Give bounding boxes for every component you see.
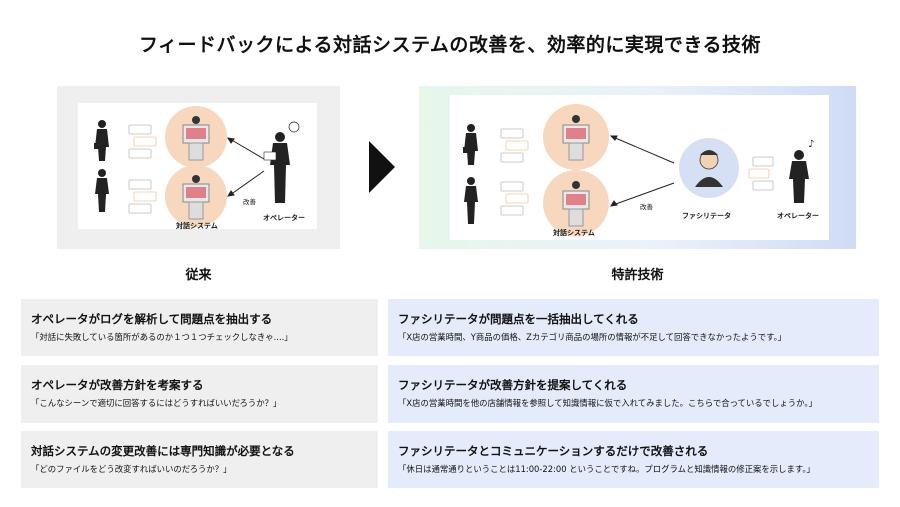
item-quote: 「X店の営業時間を他の店舗情報を参照して知識情報に仮で入れてみました。こちらで合… [398, 398, 817, 408]
system-circle-top [543, 104, 609, 170]
conventional-item-3: 対話システムの変更改善には専門知識が必要となる 「どのファイルをどう改変すればい… [21, 431, 378, 488]
user-man-icon [464, 177, 478, 224]
item-quote: 「休日は通常通りということは11:00-22:00 ということですね。プログラム… [398, 464, 815, 474]
item-heading: ファシリテータが問題点を一括抽出してくれる [398, 312, 639, 326]
improve-label: 改善 [640, 203, 653, 211]
system-circle-bottom [165, 165, 227, 227]
chat-bubbles-icon [748, 156, 774, 191]
system-circle-bottom [543, 170, 609, 236]
system-label: 対話システム [176, 222, 218, 230]
conventional-item-1: オペレータがログを解析して問題点を抽出する 「対話に失敗している箇所があるのか１… [21, 299, 378, 356]
facilitator-label: ファシリテータ [682, 212, 731, 220]
patent-diagram-canvas: ♪ 改善 対話システム ファシリテータ オペレーター [450, 95, 829, 240]
patent-diagram-svg: ♪ [463, 104, 814, 236]
patent-diagram-panel: ♪ 改善 対話システム ファシリテータ オペレーター [419, 86, 856, 249]
patent-heading: 特許技術 [611, 268, 664, 283]
page-title: フィードバックによる対話システムの改善を、効率的に実現できる技術 [138, 34, 762, 56]
patent-item-3: ファシリテータとコミュニケーションするだけで改善される 「休日は通常通りというこ… [388, 431, 879, 488]
item-heading: オペレータが改善方針を考案する [31, 378, 204, 392]
user-woman-icon [94, 120, 109, 161]
improve-arrows [227, 137, 265, 197]
operator-icon [263, 121, 300, 203]
chat-bubbles-icon [128, 124, 157, 214]
transition-arrow [369, 141, 395, 193]
conventional-heading: 従来 [185, 268, 212, 283]
user-woman-icon [463, 124, 478, 165]
item-quote: 「X店の営業時間、Y商品の価格、Zカテゴリ商品の場所の情報が不足して回答できなか… [398, 332, 787, 342]
chat-bubbles-icon [500, 128, 529, 216]
item-heading: オペレータがログを解析して問題点を抽出する [31, 312, 273, 326]
conventional-diagram-panel: 改善 対話システム オペレーター [57, 86, 340, 249]
patent-item-1: ファシリテータが問題点を一括抽出してくれる 「X店の営業時間、Y商品の価格、Zカ… [388, 299, 879, 356]
item-heading: 対話システムの変更改善には専門知識が必要となる [31, 444, 295, 458]
conventional-item-2: オペレータが改善方針を考案する 「こんなシーンで適切に回答するにはどうすればいい… [21, 365, 378, 423]
system-label: 対話システム [553, 229, 595, 237]
user-man-icon [95, 169, 109, 212]
improve-arrows [609, 135, 675, 207]
item-heading: ファシリテータとコミュニケーションするだけで改善される [398, 444, 709, 458]
conventional-diagram-svg [94, 106, 300, 227]
operator-label: オペレーター [777, 212, 819, 220]
operator-label: オペレーター [263, 214, 305, 222]
svg-text:♪: ♪ [808, 139, 814, 150]
item-quote: 「どのファイルをどう改変すればいいのだろうか？」 [31, 464, 232, 474]
item-quote: 「こんなシーンで適切に回答するにはどうすればいいだろうか？」 [31, 398, 282, 408]
operator-icon: ♪ [789, 139, 814, 203]
item-quote: 「対話に失敗している箇所があるのか１つ１つチェックしなきゃ....」 [31, 332, 293, 342]
item-heading: ファシリテータが改善方針を提案してくれる [398, 378, 628, 392]
patent-item-2: ファシリテータが改善方針を提案してくれる 「X店の営業時間を他の店舗情報を参照し… [388, 365, 879, 423]
facilitator-circle [679, 138, 739, 198]
conventional-diagram-canvas: 改善 対話システム オペレーター [78, 103, 317, 230]
system-circle-top [165, 106, 227, 168]
improve-label: 改善 [243, 198, 256, 206]
